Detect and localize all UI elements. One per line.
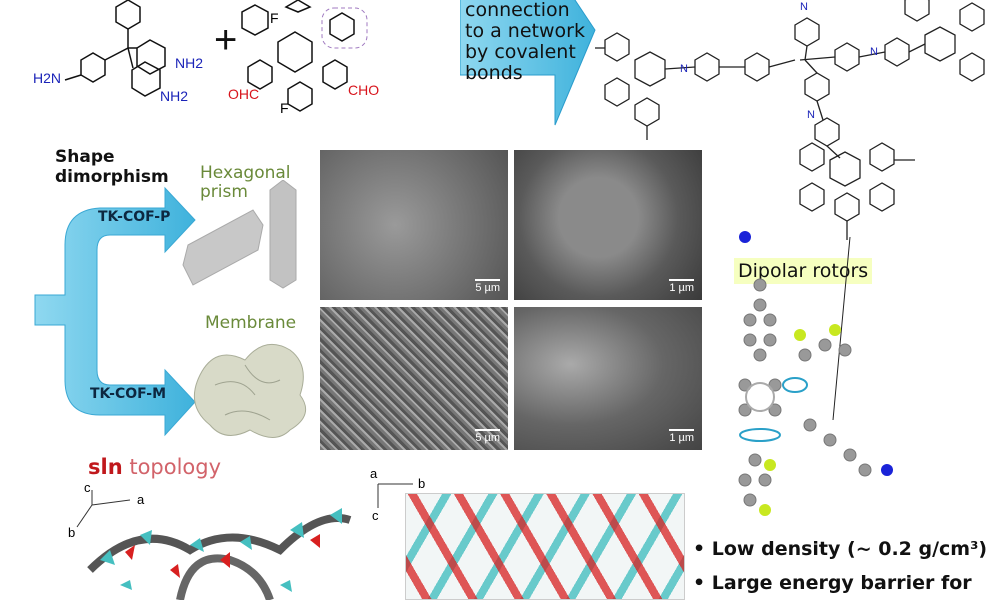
scale-bar: 5 µm xyxy=(475,429,500,444)
topology-name: sln xyxy=(88,455,123,479)
amine-group-bottom: NH2 xyxy=(160,88,189,104)
tk-cof-m-label: TK-COF-M xyxy=(90,386,167,402)
axis-label-a: a xyxy=(370,466,378,481)
callout-line: connection xyxy=(465,0,570,21)
aldehyde-group-left: OHC xyxy=(228,86,260,102)
fluorine-label: F xyxy=(280,100,289,116)
rotor-molecular-model xyxy=(738,231,893,516)
aldehyde-monomer: OHC CHO F F xyxy=(228,0,390,125)
amine-group-right: NH2 xyxy=(175,55,204,71)
cof-network-structure: N N N N xyxy=(595,0,1000,245)
fluorine-label: F xyxy=(270,10,279,26)
bullet-text: Low density (~ 0.2 g/cm³) xyxy=(711,538,988,560)
plus-sign: + xyxy=(214,18,238,62)
membrane-model xyxy=(193,343,307,438)
topology-suffix: topology xyxy=(122,455,222,479)
axis-label-c: c xyxy=(84,480,91,495)
sem-image-membrane-high-mag: 1 µm xyxy=(514,307,702,450)
sln-topology-structure xyxy=(87,508,352,600)
shape-dimorphism-title: Shape dimorphism xyxy=(55,147,169,187)
nitrogen-label: N xyxy=(680,63,688,75)
topology-title: sln topology xyxy=(88,455,221,479)
bullet-energy-barrier: • Large energy barrier for xyxy=(693,572,972,594)
amine-structure xyxy=(64,0,166,97)
sem-image-membrane-low-mag: 5 µm xyxy=(320,307,508,450)
branching-arrow xyxy=(34,186,196,437)
sem-image-prism-low-mag: 5 µm xyxy=(320,150,508,300)
axis-label-a: a xyxy=(137,492,145,507)
amine-group-left: H2N xyxy=(33,70,62,86)
title-line: dimorphism xyxy=(55,167,169,187)
membrane-label: Membrane xyxy=(205,313,297,333)
bullet-text: Large energy barrier for xyxy=(711,572,972,594)
label-line: prism xyxy=(200,182,248,202)
sem-image-prism-high-mag: 1 µm xyxy=(514,150,702,300)
nitrogen-label: N xyxy=(800,1,808,13)
reaction-callout-arrow: connection to a network by covalent bond… xyxy=(460,0,600,130)
callout-arrow-shape xyxy=(460,0,596,126)
scale-bar: 5 µm xyxy=(475,279,500,294)
axis-label-c: c xyxy=(372,508,379,523)
label-line: Hexagonal xyxy=(200,163,291,183)
tk-cof-p-label: TK-COF-P xyxy=(98,209,171,225)
axis-label-b: b xyxy=(68,525,76,540)
nitrogen-label: N xyxy=(870,46,878,58)
lattice-projection xyxy=(405,493,685,600)
network-drawing: N N N N xyxy=(595,0,985,240)
scale-bar: 1 µm xyxy=(669,279,694,294)
axes-indicator-left: c a b xyxy=(62,480,152,545)
aldehyde-group-right: CHO xyxy=(348,82,380,98)
bullet-low-density: • Low density (~ 0.2 g/cm³) xyxy=(693,538,988,560)
callout-line: to a network xyxy=(465,20,585,42)
nitrogen-label: N xyxy=(807,109,815,121)
dipolar-rotors-label: Dipolar rotors xyxy=(734,258,873,284)
amine-monomer: H2N NH2 NH2 xyxy=(25,0,215,110)
axes-indicator-right: a b c xyxy=(368,466,438,523)
title-line: Shape xyxy=(55,147,115,167)
callout-text: connection to a network by covalent bond… xyxy=(465,0,585,84)
scale-bar: 1 µm xyxy=(669,429,694,444)
callout-line: by covalent xyxy=(465,41,576,63)
hexagonal-prism-models xyxy=(182,180,297,289)
aldehyde-structure xyxy=(241,0,368,112)
hexagonal-prism-label: Hexagonal prism xyxy=(200,164,291,202)
callout-line: bonds xyxy=(465,62,523,84)
axis-label-b: b xyxy=(418,476,426,491)
